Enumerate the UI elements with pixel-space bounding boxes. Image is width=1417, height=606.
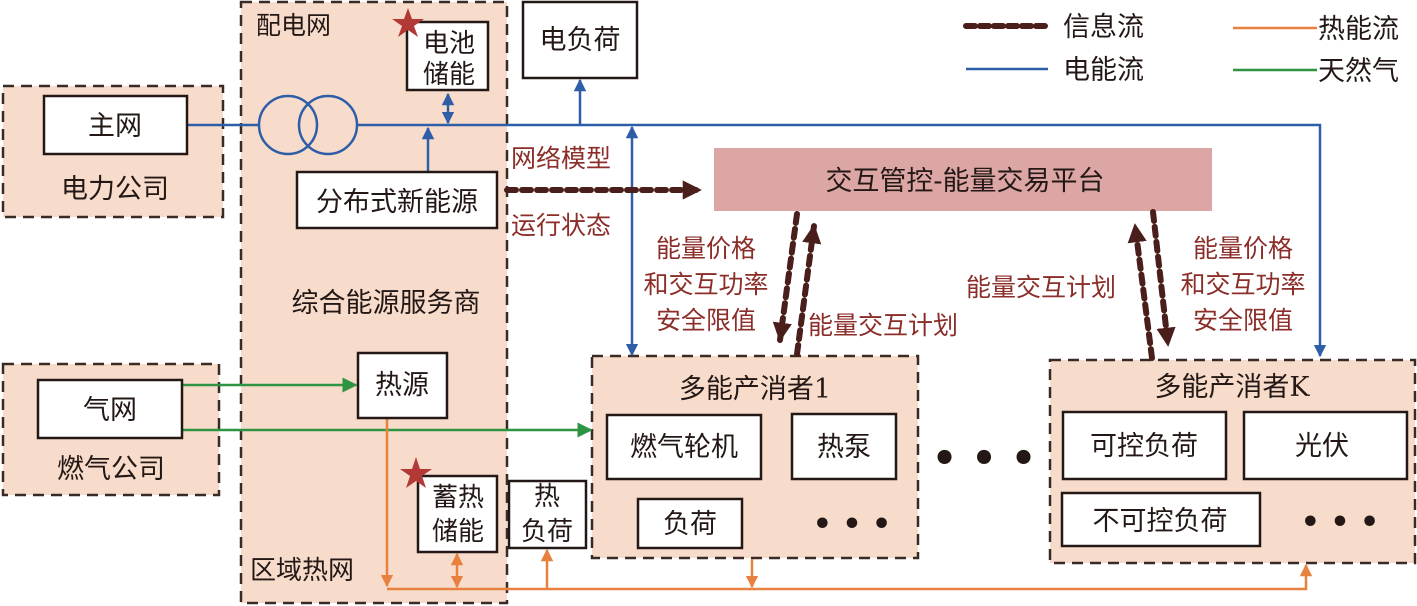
battery-storage-label-1: 电池 [423,29,475,59]
electric-bus-main [357,123,1327,358]
power-company-label: 电力公司 [61,174,169,205]
district-heating-label: 区域热网 [250,556,354,586]
heat-load-label-1: 热 [534,482,560,512]
battery-storage-label-2: 储能 [423,60,475,90]
info-pk-to-platform [1127,222,1155,361]
prosumer-k-title: 多能产消者K [1154,372,1310,403]
info-platform-to-pk [1150,209,1176,348]
heat-storage-label-2: 储能 [432,517,484,547]
electric-load-box [521,0,639,80]
uncontrollable-load-label: 不可控负荷 [1093,506,1228,537]
heat-pump-label: 热泵 [817,432,871,463]
controllable-load-label: 可控负荷 [1090,431,1198,462]
gas-grid-box [36,378,184,440]
prosumer-1-ellipsis: • • • [813,507,891,542]
info-p1-to-platform [794,223,822,357]
load-box [636,497,744,550]
heat-pump-box [790,412,898,481]
heat-bus [387,563,1313,591]
p1-plan-label: 能量交互计划 [808,311,958,340]
electric-flows [187,78,1327,358]
platform-label: 交互管控-能量交易平台 [825,166,1104,197]
gas-grid-label: 气网 [83,395,137,426]
between-prosumers-ellipsis: • • • [932,435,1037,482]
pk-plan-label: 能量交互计划 [966,273,1116,302]
main-grid-box [42,94,189,156]
legend-heat-label: 热能流 [1318,14,1399,45]
heat-storage-star-icon [400,457,432,488]
legend-gas-label: 天然气 [1318,56,1399,87]
gas-turbine-box [605,413,763,481]
heat-storage-label-1: 蓄热 [432,483,484,513]
legend-electric-label: 电能流 [1063,55,1144,86]
gas-turbine-label: 燃气轮机 [630,432,738,463]
distributed-renewable-box [295,170,499,230]
heat-load-box [507,479,588,550]
distribution-grid-label: 配电网 [256,11,331,40]
heat-storage-box [416,474,499,554]
legend-info-label: 信息流 [1063,12,1144,43]
heat-flows [380,418,1313,591]
p1-price-label-3: 安全限值 [656,306,756,335]
battery-storage-box [405,20,490,92]
network-model-label: 网络模型 [511,144,611,173]
p1-price-label-1: 能量价格 [656,234,756,263]
load-label: 负荷 [663,509,717,540]
battery-star-icon [392,8,424,37]
gas-company-label: 燃气公司 [57,454,165,485]
prosumer-1-title: 多能产消者1 [679,374,831,405]
electric-load-label: 电负荷 [540,25,621,56]
uncontrollable-load-box [1060,491,1262,548]
pk-price-label-1: 能量价格 [1193,234,1293,263]
p1-price-label-2: 和交互功率 [643,270,768,299]
pv-box [1242,410,1409,481]
operating-state-label: 运行状态 [511,211,611,240]
main-grid-label: 主网 [88,111,142,142]
transformer-coil-1 [257,94,319,156]
distributed-renewable-label: 分布式新能源 [316,187,478,218]
heat-load-label-2: 负荷 [521,517,573,547]
info-flows [504,180,1176,361]
prosumer-k-ellipsis: • • • [1301,505,1379,540]
service-provider-label: 综合能源服务商 [292,288,481,319]
pk-price-label-2: 和交互功率 [1180,270,1305,299]
pv-label: 光伏 [1295,431,1349,462]
heat-source-box [356,351,449,420]
info-platform-to-p1 [772,211,800,343]
pk-price-label-3: 安全限值 [1193,306,1293,335]
platform-box [714,148,1212,211]
controllable-load-box [1061,410,1228,481]
legend: 信息流 电能流 热能流 天然气 [963,12,1399,87]
heat-source-label: 热源 [375,370,429,401]
